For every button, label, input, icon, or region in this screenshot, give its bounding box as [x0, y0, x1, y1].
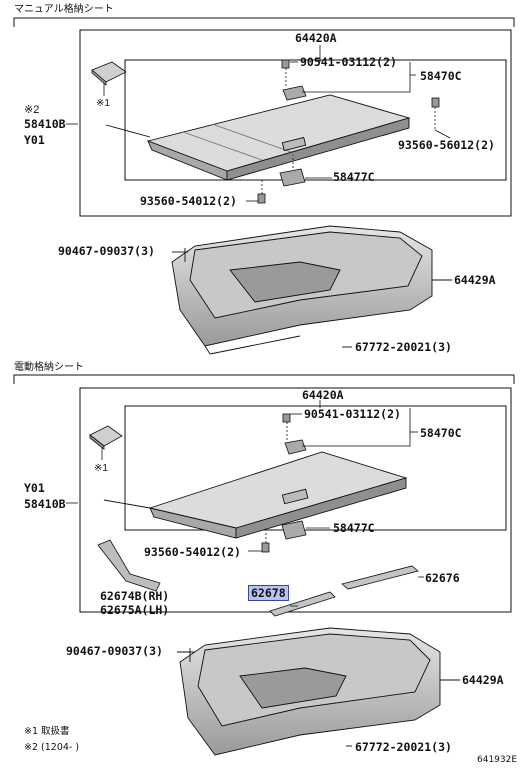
label-93560-54012-2: 93560-54012(2) [144, 545, 241, 559]
section-title-manual: マニュアル格納シート [14, 4, 114, 15]
luggage-tray-64429a [171, 225, 452, 355]
small-parts-power [261, 413, 307, 553]
label-64420a-2: 64420A [302, 388, 344, 402]
section-power-frame [13, 374, 515, 613]
label-90541-03112: 90541-03112(2) [300, 55, 397, 69]
label-58470c-2: 58470C [420, 426, 462, 440]
footnote-2: ※2 (1204- ) [24, 742, 80, 753]
label-58410b: 58410B [24, 117, 66, 131]
label-58470c: 58470C [420, 69, 462, 83]
note1-mark-manual: ※1 [96, 98, 110, 109]
label-64429a-2: 64429A [462, 673, 504, 687]
label-y01-2: Y01 [24, 481, 45, 495]
label-67772-20021-2: 67772-20021(3) [355, 740, 452, 754]
luggage-tray-64429a-2 [177, 627, 460, 756]
small-parts-manual [257, 59, 440, 204]
figure-code: 641932E [477, 755, 518, 765]
leaders-power [66, 400, 424, 607]
label-64420a: 64420A [295, 31, 337, 45]
label-58477c: 58477C [333, 170, 375, 184]
side-plates [97, 539, 419, 617]
note1-mark-power: ※1 [94, 463, 108, 474]
cover-board-58410b-2 [103, 451, 408, 539]
label-93560-56012: 93560-56012(2) [398, 138, 495, 152]
note2-mark: ※2 [24, 104, 40, 116]
label-90541-03112-2: 90541-03112(2) [304, 407, 401, 421]
label-64429a: 64429A [454, 273, 496, 287]
cover-board-58410b [105, 94, 411, 181]
label-62674b: 62674B(RH) [100, 589, 170, 603]
label-67772-20021: 67772-20021(3) [355, 340, 452, 354]
manual-book-icon-2 [89, 425, 123, 460]
label-90467-09037-2: 90467-09037(3) [66, 644, 163, 658]
manual-book-icon [91, 61, 127, 96]
leaders-manual [66, 45, 451, 202]
section-title-power: 電動格納シート [14, 362, 84, 373]
label-62675a: 62675A(LH) [100, 603, 170, 617]
label-62678-highlighted[interactable]: 62678 [248, 585, 289, 601]
footnote-1: ※1 取扱書 [24, 726, 70, 737]
label-93560-54012: 93560-54012(2) [140, 194, 237, 208]
label-58410b-2: 58410B [24, 497, 66, 511]
label-62676: 62676 [425, 571, 460, 585]
label-58477c-2: 58477C [333, 521, 375, 535]
label-y01: Y01 [24, 133, 45, 147]
section-manual-frame [13, 17, 515, 217]
label-90467-09037: 90467-09037(3) [58, 244, 155, 258]
